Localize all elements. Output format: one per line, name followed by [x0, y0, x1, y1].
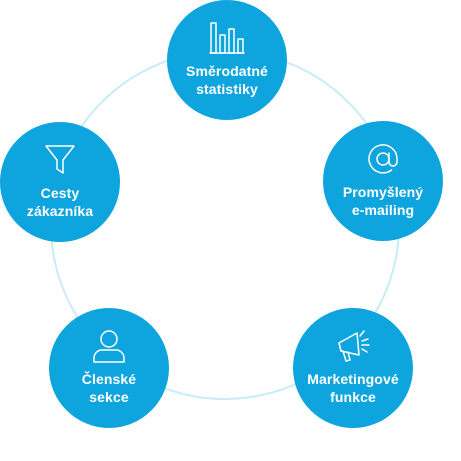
node-label: Promyšlený e-mailing	[343, 183, 423, 219]
node-label-line: zákazníka	[26, 203, 94, 219]
node-label: Členské sekce	[82, 370, 136, 406]
node-label: Cesty zákazníka	[27, 184, 93, 220]
node-label-line: Směrodatné	[186, 63, 268, 79]
node-label-line: Členské	[81, 371, 137, 387]
node-label-line: Marketingové	[307, 371, 399, 387]
node-label-line: Promyšlený	[342, 184, 424, 200]
node-label: Směrodatné statistiky	[186, 62, 268, 98]
node-label-line: e-mailing	[351, 202, 415, 218]
funnel-icon	[40, 140, 80, 180]
user-icon	[89, 326, 129, 366]
node-statistics: Směrodatné statistiky	[167, 0, 287, 120]
node-label: Marketingové funkce	[307, 370, 398, 406]
node-label-line: sekce	[89, 389, 129, 405]
at-sign-icon	[363, 139, 403, 179]
node-emailing: Promyšlený e-mailing	[323, 121, 443, 241]
node-marketing: Marketingové funkce	[293, 308, 413, 428]
node-label-line: funkce	[330, 389, 376, 405]
node-customer-journeys: Cesty zákazníka	[0, 122, 120, 242]
megaphone-icon	[333, 326, 373, 366]
bar-chart-icon	[207, 18, 247, 58]
node-member-sections: Členské sekce	[49, 308, 169, 428]
node-label-line: statistiky	[196, 81, 258, 97]
node-label-line: Cesty	[40, 185, 80, 201]
